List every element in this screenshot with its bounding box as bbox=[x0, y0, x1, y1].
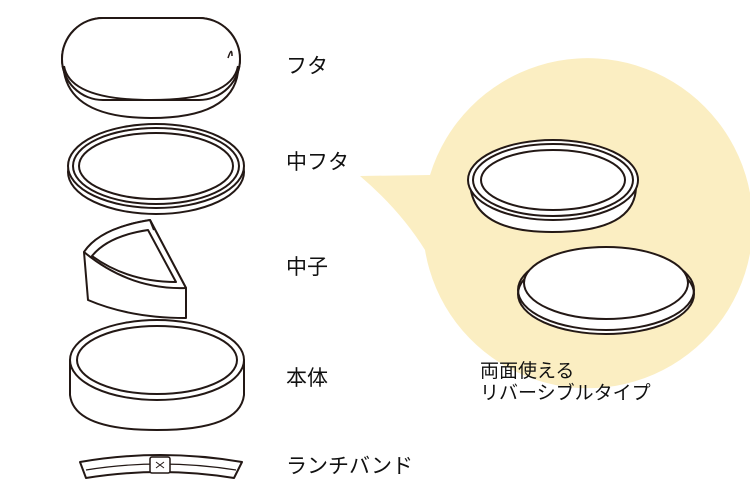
lunch-band-illustration bbox=[79, 454, 243, 479]
reversible-note-line-2: リバーシブルタイプ bbox=[480, 382, 651, 404]
label-lunch-band: ランチバンド bbox=[286, 454, 414, 478]
label-lid: フタ bbox=[286, 54, 328, 78]
lid-illustration bbox=[61, 17, 241, 119]
body-illustration bbox=[69, 319, 245, 431]
inner-tray-illustration bbox=[83, 219, 187, 319]
reversible-note: 両面使える リバーシブルタイプ bbox=[480, 360, 651, 404]
reversible-note-line-1: 両面使える bbox=[480, 360, 575, 382]
inner-lid-illustration bbox=[67, 123, 245, 215]
label-body: 本体 bbox=[286, 366, 328, 390]
reversible-lid-side-b bbox=[517, 246, 695, 335]
label-inner-tray: 中子 bbox=[286, 255, 328, 279]
reversible-lid-side-a bbox=[467, 139, 639, 233]
label-inner-lid: 中フタ bbox=[286, 150, 349, 174]
